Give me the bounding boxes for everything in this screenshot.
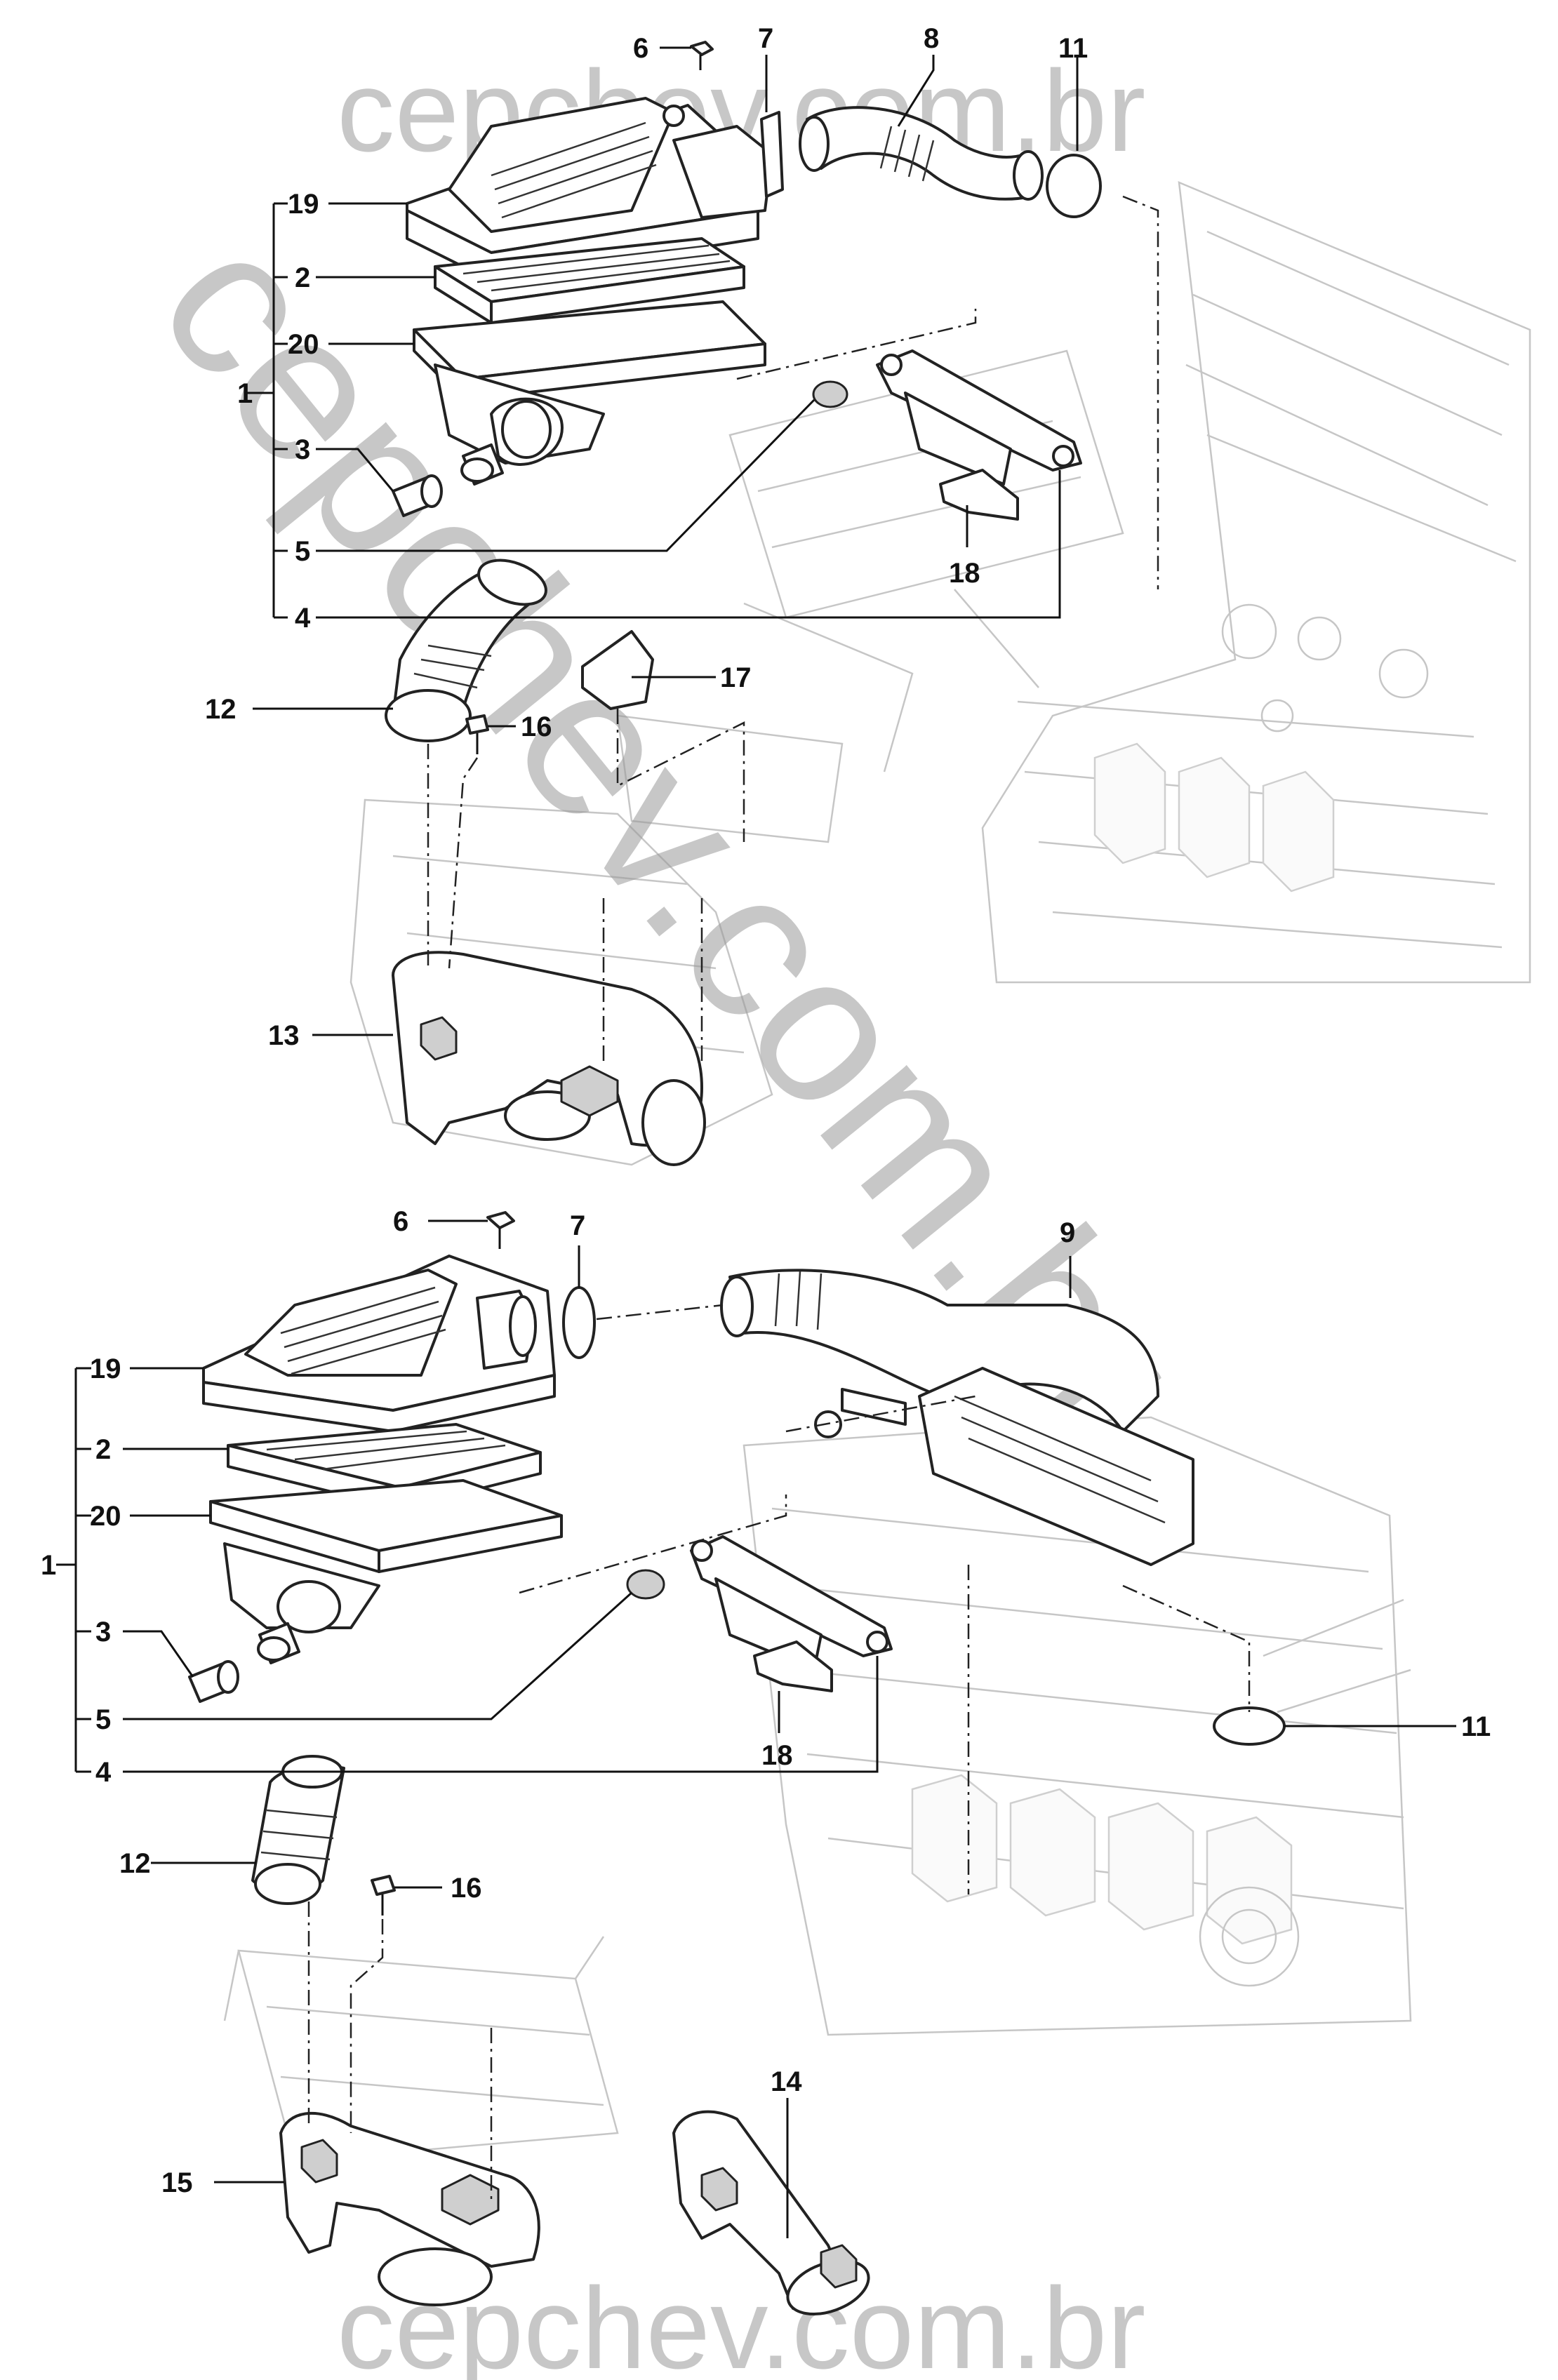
callout-5-lower: 5 bbox=[95, 1704, 111, 1735]
part-18-clip-upper bbox=[939, 469, 1019, 521]
watermark-diagonal: cepchev.com.br bbox=[115, 189, 1225, 1480]
part-20-housing-upper bbox=[413, 300, 766, 486]
part-13-duct-upper bbox=[392, 951, 706, 1166]
assembly-line-upper-4 bbox=[448, 757, 479, 969]
part-12-duct-upper bbox=[385, 559, 547, 742]
callout-2-lower: 2 bbox=[95, 1434, 111, 1465]
callout-3-lower: 3 bbox=[95, 1617, 111, 1647]
part-7-clamp-upper bbox=[760, 111, 784, 198]
callout-2-upper: 2 bbox=[295, 262, 310, 293]
part-17-bracket-upper bbox=[581, 630, 654, 710]
callout-16-upper: 16 bbox=[521, 711, 552, 742]
engine-bay-background-upper bbox=[349, 181, 1531, 1166]
callout-20-lower: 20 bbox=[90, 1501, 121, 1532]
part-15-duct-lower bbox=[279, 2111, 540, 2306]
callout-15-lower: 15 bbox=[161, 2167, 193, 2198]
part-19-cover-lower bbox=[202, 1255, 556, 1433]
callout-6-upper: 6 bbox=[633, 33, 648, 64]
callout-18-lower: 18 bbox=[761, 1740, 793, 1771]
assembly-line-lower-3 bbox=[785, 1395, 976, 1433]
callout-19-lower: 19 bbox=[90, 1353, 121, 1384]
callout-labels-upper: 6 7 8 11 19 2 20 1 3 5 4 18 12 16 17 13 bbox=[205, 23, 1088, 1051]
assembly-line-upper-6 bbox=[602, 898, 703, 1067]
part-19-cover-upper bbox=[406, 97, 773, 282]
part-3-drain-lower bbox=[188, 1660, 239, 1703]
upper-assembly: 6 7 8 11 19 2 20 1 3 5 4 18 12 16 17 13 bbox=[205, 23, 1159, 1166]
callout-8-upper: 8 bbox=[924, 23, 939, 54]
callout-7-upper: 7 bbox=[758, 23, 773, 54]
callout-20-upper: 20 bbox=[288, 329, 319, 360]
assembly-line-upper-1 bbox=[736, 309, 977, 380]
callout-11-upper: 11 bbox=[1058, 33, 1088, 64]
callout-12-lower: 12 bbox=[119, 1848, 151, 1879]
callout-9-lower: 9 bbox=[1060, 1217, 1075, 1248]
callout-6-lower: 6 bbox=[393, 1206, 408, 1237]
part-3-drain-upper bbox=[392, 474, 443, 517]
callout-1-upper: 1 bbox=[237, 378, 253, 409]
part-11-clamp-lower bbox=[1213, 1706, 1286, 1746]
assembly-line-lower-1 bbox=[596, 1304, 724, 1321]
part-14-duct-lower bbox=[672, 2110, 870, 2315]
part-9-resonator-lower bbox=[720, 1269, 1194, 1566]
part-4-bracket-upper bbox=[876, 349, 1082, 486]
callout-3-upper: 3 bbox=[295, 434, 310, 465]
callout-12-upper: 12 bbox=[205, 694, 237, 725]
callout-leaders-upper bbox=[247, 46, 1079, 1036]
callout-13-upper: 13 bbox=[268, 1020, 300, 1051]
callout-4-upper: 4 bbox=[295, 603, 311, 634]
part-16-bolt-lower bbox=[371, 1875, 396, 1916]
callout-17-upper: 17 bbox=[720, 662, 752, 693]
part-6-screw-upper bbox=[690, 41, 714, 70]
callout-7-lower: 7 bbox=[570, 1210, 585, 1241]
part-5-grommet-lower bbox=[626, 1569, 665, 1600]
callout-18-upper: 18 bbox=[949, 558, 980, 589]
part-6-screw-lower bbox=[486, 1211, 515, 1249]
part-20-housing-lower bbox=[209, 1479, 563, 1664]
callout-11-lower: 11 bbox=[1461, 1711, 1491, 1742]
part-5-grommet-upper bbox=[812, 380, 848, 408]
callout-leaders-lower bbox=[56, 1219, 1456, 2238]
callout-19-upper: 19 bbox=[288, 189, 319, 220]
assembly-line-upper-2 bbox=[1122, 195, 1159, 589]
callout-14-lower: 14 bbox=[771, 2066, 802, 2097]
lower-assembly: 6 7 9 19 2 20 1 3 5 4 18 11 12 16 15 14 bbox=[41, 1206, 1491, 2315]
part-16-bolt-upper bbox=[465, 714, 489, 754]
assembly-line-lower-2 bbox=[519, 1495, 787, 1594]
part-18-clip-lower bbox=[753, 1640, 833, 1692]
part-11-clamp-upper bbox=[1046, 154, 1102, 218]
assembly-line-upper-5 bbox=[616, 709, 745, 842]
part-7-clamp-lower bbox=[562, 1286, 596, 1359]
assembly-line-lower-4 bbox=[1122, 1584, 1251, 1712]
engine-bay-background-lower bbox=[223, 1416, 1412, 2162]
callout-16-lower: 16 bbox=[451, 1873, 482, 1904]
callout-1-lower: 1 bbox=[41, 1550, 56, 1581]
assembly-line-lower-6 bbox=[307, 1901, 384, 2133]
callout-labels-lower: 6 7 9 19 2 20 1 3 5 4 18 11 12 16 15 14 bbox=[41, 1206, 1491, 2198]
part-8-hose-upper bbox=[799, 106, 1044, 201]
callout-5-upper: 5 bbox=[295, 536, 310, 567]
callout-4-lower: 4 bbox=[95, 1757, 112, 1788]
part-2-filter-upper bbox=[434, 237, 745, 324]
part-12-hose-lower bbox=[251, 1755, 345, 1905]
